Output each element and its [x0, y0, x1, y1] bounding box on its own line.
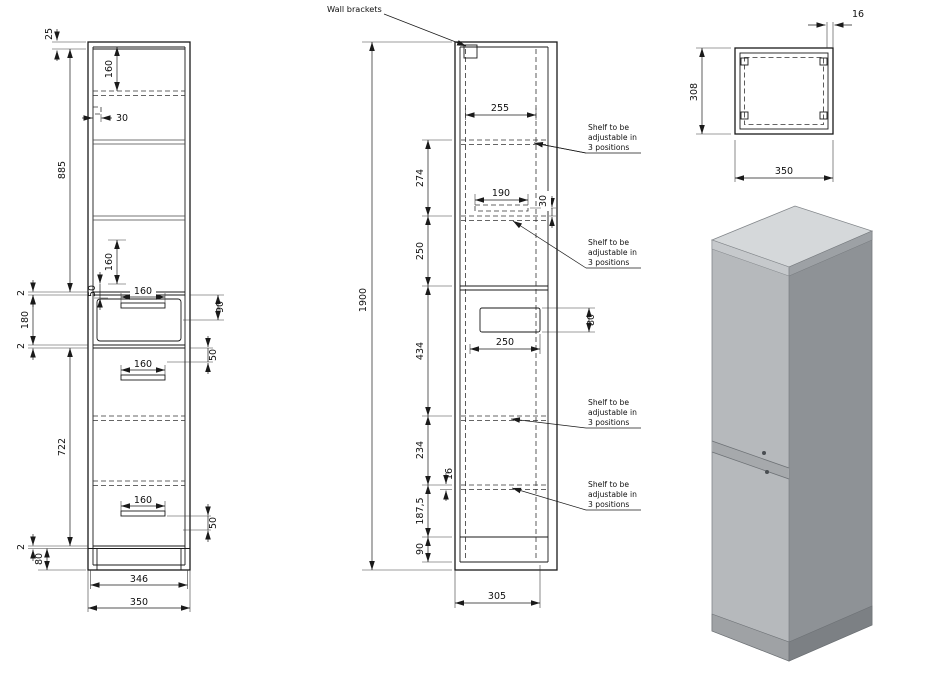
render-handle-lower: [765, 470, 769, 474]
top-view-labels: 16 308 350: [689, 9, 864, 177]
side-dim-90: 90: [415, 543, 426, 555]
shelf-note-line3: 3 positions: [588, 143, 629, 152]
top-view-extension-lines: [696, 22, 834, 182]
top-bracket-mark: [740, 57, 749, 66]
front-dim-160-drawer-handle: 160: [134, 286, 152, 297]
front-dim-2-mid: 2: [16, 343, 27, 349]
render-door-gap: [712, 441, 789, 479]
shelf-note-line1: Shelf to be: [588, 238, 629, 247]
front-view-labels: 25 160 30 885 160 50 160 2 180 2 90 50 1…: [16, 28, 226, 608]
front-dim-25: 25: [44, 28, 55, 40]
wall-brackets-leader: [383, 13, 467, 47]
side-view-labels: Wall brackets 1900 255 274 190 30 250 43…: [327, 4, 637, 602]
front-dim-346: 346: [130, 574, 148, 585]
front-dim-2-top: 2: [16, 290, 27, 296]
shelf-note-line2: adjustable in: [588, 490, 637, 499]
side-dim-80: 80: [586, 314, 597, 326]
side-drawer-profile: [479, 307, 541, 333]
side-cabinet-outline: [454, 41, 558, 571]
top-view-structure: [734, 47, 834, 135]
side-dim-190: 190: [492, 188, 510, 199]
wall-bracket: [463, 44, 478, 59]
front-dim-722: 722: [57, 438, 68, 456]
shelf-note-line3: 3 positions: [588, 258, 629, 267]
top-view-dimension-lines: [699, 22, 852, 181]
side-dim-30: 30: [538, 195, 549, 207]
side-view: Wall brackets 1900 255 274 190 30 250 43…: [327, 4, 641, 608]
side-dim-16: 16: [444, 468, 455, 480]
shelf-note-line3: 3 positions: [588, 500, 629, 509]
shelf-note-line2: adjustable in: [588, 133, 637, 142]
top-cabinet-outline: [734, 47, 834, 135]
render-top-edge-side: [788, 230, 873, 277]
top-view: 16 308 350: [689, 9, 864, 182]
side-view-extension-lines: [362, 41, 595, 608]
side-view-dimension-lines: [369, 13, 641, 606]
top-dim-350: 350: [775, 166, 793, 177]
side-dim-305: 305: [488, 591, 506, 602]
front-door-handle-lower: [120, 510, 166, 517]
front-dim-160-door-bottom: 160: [134, 495, 152, 506]
shelf-note-line1: Shelf to be: [588, 480, 629, 489]
front-drawer-panel: [96, 298, 182, 342]
front-dim-50-lower: 50: [208, 517, 219, 529]
side-runner-mark: [474, 204, 529, 212]
shelf-note-line2: adjustable in: [588, 408, 637, 417]
render-side-face: [788, 230, 873, 662]
shelf-note-line3: 3 positions: [588, 418, 629, 427]
shelf-note-3: Shelf to be adjustable in 3 positions: [588, 398, 637, 427]
render-plinth-side: [788, 605, 873, 662]
side-dim-234: 234: [415, 441, 426, 459]
render-door-seam-lower: [711, 451, 790, 480]
front-dim-350: 350: [130, 597, 148, 608]
shelf-note-line1: Shelf to be: [588, 123, 629, 132]
front-dim-160-mid: 160: [104, 253, 115, 271]
front-dim-160-door-top: 160: [134, 359, 152, 370]
front-dim-80: 80: [34, 553, 45, 565]
side-dim-250-h: 250: [496, 337, 514, 348]
shelf-note-1: Shelf to be adjustable in 3 positions: [588, 123, 637, 152]
shelf-note-line2: adjustable in: [588, 248, 637, 257]
front-cabinet-outline: [87, 41, 191, 571]
wall-brackets-label: Wall brackets: [327, 4, 382, 14]
side-dim-1900: 1900: [358, 288, 369, 312]
top-dim-308: 308: [689, 83, 700, 101]
front-dim-50-mid: 50: [87, 285, 98, 297]
top-bracket-mark: [819, 111, 828, 120]
shelf-note-2: Shelf to be adjustable in 3 positions: [588, 238, 637, 267]
side-dim-255: 255: [491, 103, 509, 114]
front-dim-2-bottom: 2: [16, 544, 27, 550]
front-dim-885: 885: [57, 161, 68, 179]
isometric-render: [710, 205, 874, 662]
side-view-structure: [454, 41, 558, 571]
top-dim-16: 16: [852, 9, 864, 20]
front-view-dimension-lines: [30, 29, 221, 611]
front-view: 25 160 30 885 160 50 160 2 180 2 90 50 1…: [16, 28, 226, 612]
front-door-handle-upper: [120, 374, 166, 381]
side-dim-187-5: 187,5: [415, 497, 426, 524]
front-view-extension-lines: [26, 41, 224, 612]
front-dim-30: 30: [116, 113, 128, 124]
top-bracket-mark: [819, 57, 828, 66]
render-door-seam-upper: [711, 440, 790, 469]
front-drawer-handle: [120, 302, 166, 309]
front-dim-50-upper: 50: [208, 349, 219, 361]
front-dim-90: 90: [215, 301, 226, 313]
render-handle-upper: [762, 451, 766, 455]
side-dim-274: 274: [415, 169, 426, 187]
top-bracket-mark: [740, 111, 749, 120]
shelf-note-4: Shelf to be adjustable in 3 positions: [588, 480, 637, 509]
side-dim-250-v: 250: [415, 242, 426, 260]
front-view-structure: [87, 41, 191, 571]
front-dim-160-top: 160: [104, 60, 115, 78]
front-dim-180: 180: [20, 311, 31, 329]
front-bracket-mark: [92, 106, 102, 115]
shelf-note-line1: Shelf to be: [588, 398, 629, 407]
side-dim-434: 434: [415, 342, 426, 360]
